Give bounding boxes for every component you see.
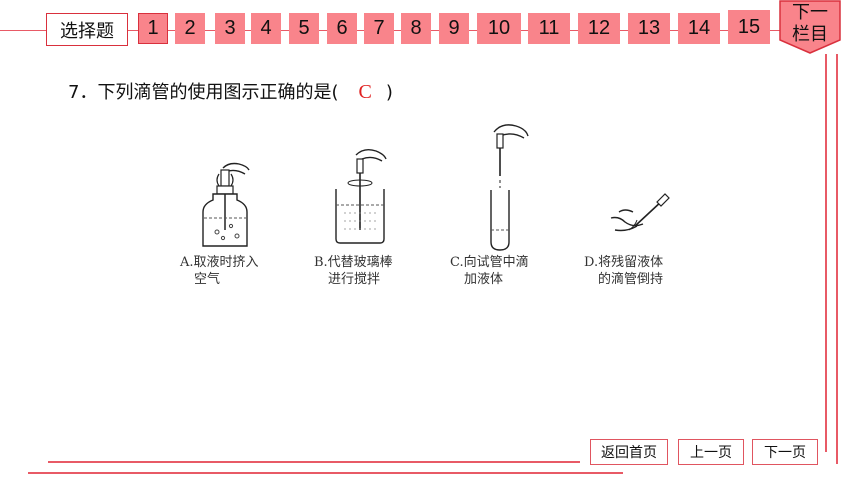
figure-a-caption-line-2: 空气 [194,272,221,287]
figure-b-beaker-stirring [335,148,387,244]
question-12-button[interactable]: 12 [578,13,620,44]
question-suffix: ) [385,82,393,103]
bottom-line-1 [48,461,580,463]
figure-d-inverted-dropper [610,193,670,232]
figure-c-caption-line-1: C.向试管中滴 [450,255,529,270]
figure-d-caption: D.将残留液体 的滴管倒持 [584,254,663,288]
top-divider-line [0,30,790,31]
next-column-button[interactable] [779,0,841,54]
home-button[interactable]: 返回首页 [590,439,668,465]
next-page-button[interactable]: 下一页 [752,439,818,465]
figure-a-caption-line-1: A.取液时挤入 [180,255,259,270]
section-label-button[interactable]: 选择题 [46,13,128,46]
figure-b-caption-line-2: 进行搅拌 [328,272,381,287]
figure-b-caption: B.代替玻璃棒 进行搅拌 [314,254,393,288]
question-10-button[interactable]: 10 [477,13,521,44]
figure-b-caption-line-1: B.代替玻璃棒 [314,255,393,270]
question-15-button[interactable]: 15 [728,10,770,44]
figure-a-caption: A.取液时挤入 空气 [180,254,259,288]
question-14-button[interactable]: 14 [678,13,720,44]
question-9-button[interactable]: 9 [439,13,469,44]
figure-c-caption-line-2: 加液体 [464,272,504,287]
question-6-button[interactable]: 6 [327,13,357,44]
prev-page-button[interactable]: 上一页 [678,439,744,465]
figure-c-test-tube-dropping [490,124,529,251]
right-vertical-line-2 [836,54,838,464]
question-7-button[interactable]: 7 [364,13,394,44]
next-column-line-2: 栏目 [792,24,828,45]
question-11-button[interactable]: 11 [528,13,570,44]
figure-d-caption-line-2: 的滴管倒持 [598,272,664,287]
figure-d-caption-line-1: D.将残留液体 [584,255,664,270]
question-5-button[interactable]: 5 [289,13,319,44]
question-8-button[interactable]: 8 [401,13,431,44]
next-column-line-1: 下一 [792,2,828,23]
question-text: 7．下列滴管的使用图示正确的是( C) [68,78,393,104]
figure-c-caption: C.向试管中滴 加液体 [450,254,529,288]
bottom-line-2 [28,472,623,474]
question-prefix: 7．下列滴管的使用图示正确的是( [68,82,339,103]
question-4-button[interactable]: 4 [251,13,281,44]
right-vertical-line-1 [825,54,827,452]
next-column-label: 下一 栏目 [779,2,841,46]
question-2-button[interactable]: 2 [175,13,205,44]
question-1-button[interactable]: 1 [138,13,168,44]
figure-a-bottle-dropper [202,162,250,247]
question-13-button[interactable]: 13 [628,13,670,44]
answer-letter: C [358,81,372,103]
question-3-button[interactable]: 3 [215,13,245,44]
